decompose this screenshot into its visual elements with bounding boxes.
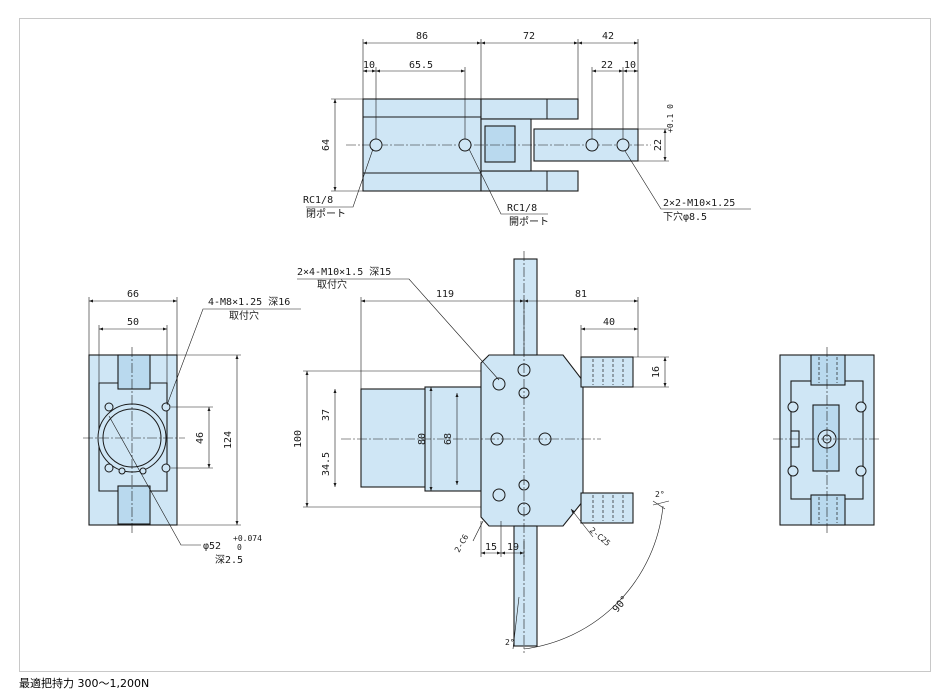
dim-72: 72 — [523, 31, 535, 42]
jaw-tap-spec: 2×2-M10×1.25 — [663, 198, 735, 209]
front-tap-label: 取付穴 — [317, 278, 347, 291]
right-hole-3 — [787, 465, 799, 477]
upper-jaw-vertical — [513, 258, 538, 356]
upper-finger — [580, 356, 634, 388]
jaw-tap-hole-1 — [585, 138, 599, 152]
right-hole-1 — [787, 401, 799, 413]
left-view: 66 50 46 124 4-M8×1.25 深16 取付穴 φ52 +0.07… — [83, 289, 301, 566]
left-tap-1 — [104, 402, 114, 412]
dim-42: 42 — [602, 31, 614, 42]
bore-tol-upper: +0.074 — [233, 534, 262, 543]
left-tap-2 — [161, 402, 171, 412]
dim-37: 37 — [321, 409, 332, 421]
dim-86: 86 — [416, 31, 428, 42]
gripping-force-caption: 最適把持力 300～1,200N — [19, 677, 150, 690]
port-close-hole — [369, 138, 383, 152]
right-view — [773, 347, 881, 533]
right-hole-2 — [855, 401, 867, 413]
left-tap-label: 取付穴 — [229, 309, 259, 322]
right-bottom-jaw — [810, 494, 846, 526]
top-view: 86 72 42 10 65.5 22 10 64 22 +0.1 0 RC1/… — [303, 31, 751, 228]
dim-10-right: 10 — [624, 60, 636, 71]
dim-40: 40 — [603, 317, 615, 328]
front-view: 119 81 40 16 100 37 34.5 80 68 15 19 2×4… — [293, 251, 670, 653]
dim-65-5: 65.5 — [409, 60, 433, 71]
jaw-tap-hole-2 — [616, 138, 630, 152]
dim-80: 80 — [417, 433, 428, 445]
angle-close: 2° — [505, 638, 515, 647]
technical-drawing: 86 72 42 10 65.5 22 10 64 22 +0.1 0 RC1/… — [83, 31, 881, 653]
port-close-code: RC1/8 — [303, 195, 333, 206]
front-hole-1 — [492, 377, 506, 391]
front-tap-spec: 2×4-M10×1.5 深15 — [297, 266, 391, 278]
dim-50: 50 — [127, 317, 139, 328]
port-open-code: RC1/8 — [507, 203, 537, 214]
right-hole-4 — [855, 465, 867, 477]
jaw-tap-hole: 下穴φ8.5 — [663, 210, 707, 223]
dim-34-5: 34.5 — [321, 452, 332, 476]
top-piston-rod — [484, 125, 516, 163]
left-tap-3 — [104, 463, 114, 473]
left-bottom-jaw — [117, 485, 151, 525]
left-top-jaw — [117, 354, 151, 390]
dim-100: 100 — [293, 430, 304, 448]
left-pin-1 — [118, 467, 126, 475]
dim-119: 119 — [436, 289, 454, 300]
dim-22-side: 22 — [653, 139, 664, 151]
dim-15: 15 — [485, 542, 497, 553]
dim-66: 66 — [127, 289, 139, 300]
bore-dia: φ52 — [203, 541, 221, 552]
angle-90: 90° — [611, 594, 631, 615]
top-lower-finger-guide — [480, 170, 579, 192]
angle-open: 2° — [655, 490, 665, 499]
dim-81: 81 — [575, 289, 587, 300]
dim-46: 46 — [195, 432, 206, 444]
left-tap-spec: 4-M8×1.25 深16 — [208, 296, 290, 308]
top-upper-finger-guide — [480, 98, 579, 120]
chamfer-c6: 2-C6 — [453, 533, 471, 554]
bore-depth: 深2.5 — [215, 554, 243, 566]
dim-10-left: 10 — [363, 60, 375, 71]
bore-tol-lower: 0 — [237, 543, 242, 552]
lower-jaw-vertical — [513, 525, 538, 647]
front-body — [480, 354, 584, 527]
dim-16: 16 — [651, 366, 662, 378]
dim-124: 124 — [223, 431, 234, 449]
front-hole-7 — [492, 488, 506, 502]
right-top-jaw — [810, 354, 846, 386]
dim-22-top: 22 — [601, 60, 613, 71]
dim-19: 19 — [507, 542, 519, 553]
lower-finger — [580, 492, 634, 524]
dim-64: 64 — [321, 139, 332, 151]
port-close-label: 閉ポート — [306, 208, 346, 220]
left-tap-4 — [161, 463, 171, 473]
chamfer-c25: 2-C25 — [588, 526, 612, 548]
drawing-sheet: 86 72 42 10 65.5 22 10 64 22 +0.1 0 RC1/… — [19, 18, 931, 672]
dim-68: 68 — [443, 433, 454, 445]
tol-22: +0.1 0 — [666, 104, 675, 133]
port-open-label: 開ポート — [509, 216, 549, 228]
